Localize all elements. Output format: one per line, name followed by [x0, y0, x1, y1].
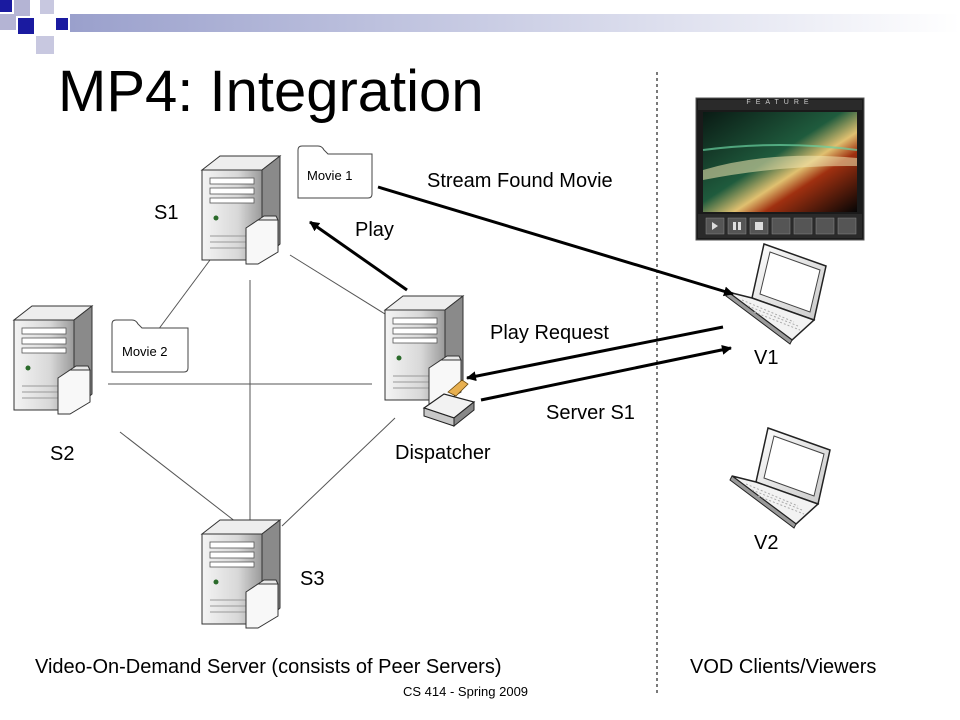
link-s3-dispatcher — [281, 417, 396, 527]
play-label: Play — [355, 219, 394, 241]
v1-label: V1 — [754, 347, 779, 369]
v2-label: V2 — [754, 532, 779, 554]
arrow-play — [309, 220, 408, 292]
video-player-icon — [695, 97, 865, 241]
slide-footer: CS 414 - Spring 2009 — [403, 684, 529, 699]
slide-title: MP4: Integration — [58, 59, 484, 124]
arrow-play-request — [466, 325, 724, 382]
dispatcher-device-icon — [422, 379, 476, 428]
s2-label: S2 — [50, 443, 75, 465]
link-s2-s3 — [119, 431, 237, 523]
client-side-caption: VOD Clients/Viewers — [690, 656, 877, 678]
movie2-folder-shape — [111, 319, 189, 373]
arrow-server-reply — [480, 344, 732, 402]
dispatcher-label: Dispatcher — [395, 442, 491, 464]
client-v1-laptop-icon — [725, 243, 827, 345]
movie1-folder-shape — [297, 145, 373, 199]
s3-label: S3 — [300, 568, 325, 590]
play-request-label: Play Request — [490, 322, 609, 344]
server-side-caption: Video-On-Demand Server (consists of Peer… — [35, 656, 502, 678]
client-v2-laptop-icon — [729, 427, 831, 529]
movie1-label: Movie 1 — [307, 168, 353, 183]
arrow-stream-found-movie — [377, 185, 734, 297]
server-s3-icon — [201, 519, 281, 629]
s1-label: S1 — [154, 202, 179, 224]
player-header-label: FEATURE — [746, 99, 814, 106]
link-s1-dispatcher — [289, 254, 386, 315]
movie2-label: Movie 2 — [122, 344, 168, 359]
server-s1-reply-label: Server S1 — [546, 402, 635, 424]
server-s1-icon — [201, 155, 281, 265]
server-s2-icon — [13, 305, 93, 415]
stream-found-movie-label: Stream Found Movie — [427, 170, 613, 192]
header-decoration — [0, 0, 960, 54]
dispatcher-server-icon — [384, 295, 464, 405]
link-s1-s2 — [157, 259, 211, 331]
